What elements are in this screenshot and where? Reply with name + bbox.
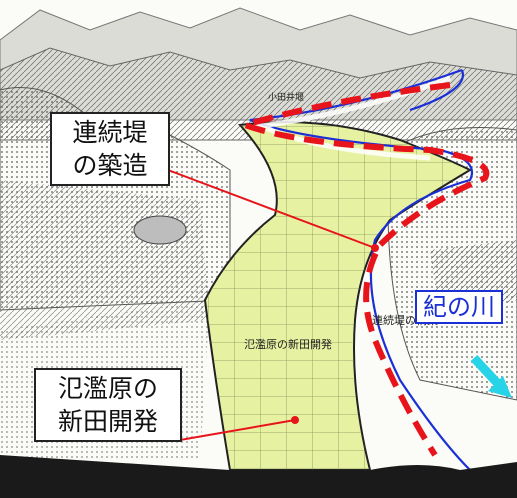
levee-callout-box: 連続堤 の築造 xyxy=(50,112,170,186)
floodplain-callout-box: 氾濫原の 新田開発 xyxy=(34,368,182,442)
floodplain-pointer-line xyxy=(179,419,296,441)
levee-callout-line1: 連続堤 xyxy=(72,118,148,147)
floodplain-pointer-end xyxy=(291,416,299,424)
small-town-label: 小田井堰 xyxy=(268,91,304,103)
village-hut xyxy=(133,215,187,245)
levee-pointer-end xyxy=(371,244,379,252)
kinokawa-river-label: 紀の川 xyxy=(415,290,503,324)
river-water xyxy=(253,75,451,161)
flow-direction-arrow-icon xyxy=(488,376,512,398)
floodplain-callout-line2: 新田開発 xyxy=(57,407,158,436)
field-note-label: 氾濫原の新田開発 xyxy=(244,337,332,351)
levee-callout-line2: の築造 xyxy=(72,151,148,180)
levee-pointer-line xyxy=(167,169,376,249)
foreground-shadow xyxy=(0,455,517,498)
continuous-levee-dashed-line xyxy=(235,82,490,457)
floodplain-callout-line1: 氾濫原の xyxy=(57,374,158,403)
river-outline xyxy=(249,68,473,471)
flow-arrow-shaft xyxy=(470,354,504,390)
